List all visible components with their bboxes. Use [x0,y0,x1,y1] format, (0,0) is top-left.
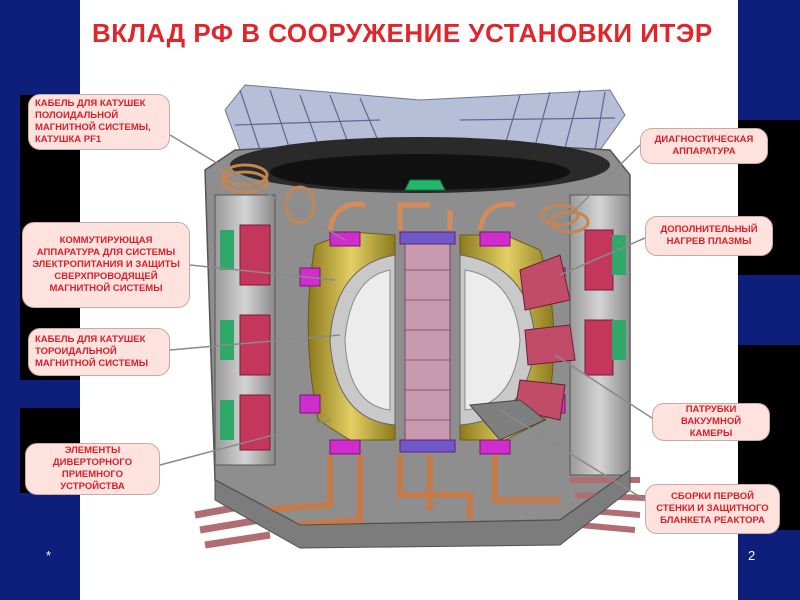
callout-blanket-assemblies-text: СБОРКИ ПЕРВОЙ СТЕНКИ И ЗАЩИТНОГО БЛАНКЕТ… [652,491,773,527]
right-outer-wall [570,195,630,475]
callout-plasma-heating-text: ДОПОЛНИТЕЛЬНЫЙ НАГРЕВ ПЛАЗМЫ [652,224,766,248]
callout-pf-cable-text: КАБЕЛЬ ДЛЯ КАТУШЕК ПОЛОИДАЛЬНОЙ МАГНИТНО… [35,98,163,146]
callout-vessel-ports-text: ПАТРУБКИ ВАКУУМНОЙ КАМЕРЫ [659,404,763,440]
footer-mark: * [46,548,51,563]
callout-diagnostics-text: ДИАГНОСТИЧЕСКАЯ АППАРАТУРА [647,134,761,158]
callout-diagnostics: ДИАГНОСТИЧЕСКАЯ АППАРАТУРА [640,128,768,164]
callout-plasma-heating: ДОПОЛНИТЕЛЬНЫЙ НАГРЕВ ПЛАЗМЫ [645,216,773,256]
callout-switching-equipment: КОММУТИРУЮЩАЯ АППАРАТУРА ДЛЯ СИСТЕМЫ ЭЛЕ… [22,222,190,308]
callout-divertor: ЭЛЕМЕНТЫ ДИВЕРТОРНОГО ПРИЕМНОГО УСТРОЙСТ… [25,443,160,495]
callout-tf-cable: КАБЕЛЬ ДЛЯ КАТУШЕК ТОРОИДАЛЬНОЙ МАГНИТНО… [28,328,170,376]
callout-pf-cable: КАБЕЛЬ ДЛЯ КАТУШЕК ПОЛОИДАЛЬНОЙ МАГНИТНО… [28,94,170,150]
callout-tf-cable-text: КАБЕЛЬ ДЛЯ КАТУШЕК ТОРОИДАЛЬНОЙ МАГНИТНО… [35,334,163,370]
callout-switching-equipment-text: КОММУТИРУЮЩАЯ АППАРАТУРА ДЛЯ СИСТЕМЫ ЭЛЕ… [29,235,183,295]
callout-vessel-ports: ПАТРУБКИ ВАКУУМНОЙ КАМЕРЫ [652,403,770,441]
callout-divertor-text: ЭЛЕМЕНТЫ ДИВЕРТОРНОГО ПРИЕМНОГО УСТРОЙСТ… [32,445,153,493]
central-solenoid [405,240,450,440]
left-outer-wall [215,195,275,465]
top-port-green [405,180,445,190]
callout-blanket-assemblies: СБОРКИ ПЕРВОЙ СТЕНКИ И ЗАЩИТНОГО БЛАНКЕТ… [645,484,780,534]
page-number: 2 [748,548,755,563]
